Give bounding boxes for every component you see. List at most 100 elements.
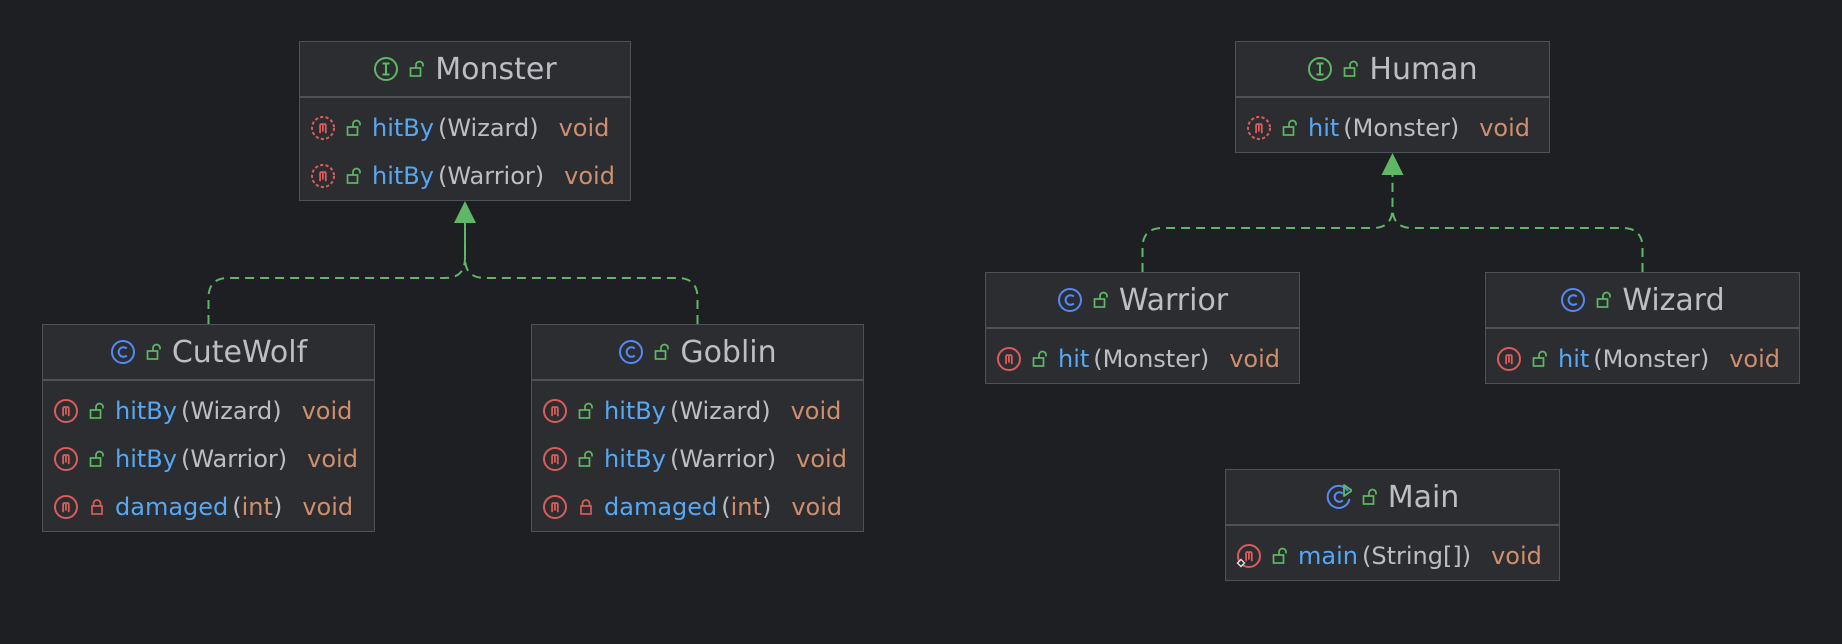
method-icon [542,398,568,424]
method-row[interactable]: hit(Monster)void [1236,104,1549,152]
class-icon [618,339,644,365]
class-name: Warrior [1118,282,1229,318]
method-icon [542,494,568,520]
param-type: Warrior [679,445,767,473]
method-name: hit [1558,345,1590,373]
implements-edge-cutewolf-monster [207,223,466,324]
method-row[interactable]: hit(Monster)void [1486,335,1799,383]
method-name: hit [1058,345,1090,373]
class-header: Main [1226,470,1559,526]
return-type: void [302,493,354,521]
class-name: Wizard [1622,282,1725,318]
method-row[interactable]: damaged(int)void [43,483,374,531]
implements-edge-wizard-human [1391,175,1644,272]
return-type: void [790,397,842,425]
paren: ( [1093,345,1103,373]
class-header: Warrior [986,273,1299,329]
method-row[interactable]: hitBy(Warrior) void [43,435,374,483]
paren: ( [437,114,448,142]
method-icon [542,446,568,472]
class-header: CuteWolf [43,325,374,381]
method-name: damaged [604,493,718,521]
method-row[interactable]: hitBy(Wizard)void [43,387,374,435]
paren: ) [1461,542,1472,570]
return-type: void [1479,114,1530,142]
method-list: hit(Monster) void [986,329,1299,383]
method-row[interactable]: hit(Monster) void [986,335,1299,383]
param-type: Warrior [447,162,535,190]
return-type: void [1229,345,1280,373]
public-visibility-icon [89,402,105,420]
method-params: (Monster) [1093,345,1209,373]
method-name: hitBy [115,397,177,425]
public-visibility-icon [1282,119,1298,137]
public-visibility-icon [89,450,105,468]
method-row[interactable]: hitBy(Warrior)void [300,152,630,200]
method-params: (Warrior) [438,162,544,190]
class-header: Goblin [532,325,863,381]
class-box-main[interactable]: Main main(String[])void [1225,469,1560,581]
method-row[interactable]: damaged(int)void [532,483,863,531]
paren: ( [721,493,731,521]
method-row[interactable]: hitBy(Warrior)void [532,435,863,483]
paren: ( [180,445,191,473]
param-type: Monster [1352,114,1450,142]
class-box-goblin[interactable]: Goblin hitBy(Wizard) void hitBy(Warrior)voi… [531,324,864,532]
class-icon [1560,287,1586,313]
method-params: (Monster) [1343,114,1459,142]
interface-icon [373,56,399,82]
paren: ) [277,445,288,473]
method-params: (String[]) [1362,542,1471,570]
interface-icon [1307,56,1333,82]
method-row[interactable]: main(String[])void [1226,532,1559,580]
arrowhead-monster [454,201,476,223]
class-name: CuteWolf [171,334,308,370]
private-visibility-icon [89,498,105,516]
method-icon [53,398,79,424]
method-list: main(String[])void [1226,526,1559,580]
implements-edge-warrior-human [1141,175,1394,272]
paren: ) [1699,345,1710,373]
method-params: (Wizard) [670,397,771,425]
public-visibility-icon [346,119,362,137]
class-box-wizard[interactable]: Wizard hit(Monster)void [1485,272,1800,384]
param-type: Wizard [190,397,273,425]
return-type: void [307,445,358,473]
param-type: Warrior [190,445,278,473]
class-name: Goblin [680,334,777,370]
method-params: (Warrior) [670,445,776,473]
param-type: Monster [1602,345,1700,373]
method-list: hit(Monster)void [1486,329,1799,383]
method-row[interactable]: hitBy(Wizard)void [300,104,630,152]
return-type: void [301,397,353,425]
method-name: hitBy [604,397,666,425]
paren: ) [761,397,771,425]
implements-edge-goblin-monster [464,223,699,324]
method-params: (Warrior) [181,445,287,473]
paren: ( [180,397,191,425]
method-name: hitBy [372,114,434,142]
method-name: hitBy [372,162,434,190]
public-visibility-icon [146,343,162,361]
method-params: (Wizard) [438,114,539,142]
class-header: Wizard [1486,273,1799,329]
method-icon [1236,543,1262,569]
class-icon [110,339,136,365]
class-header: Monster [300,42,630,98]
paren: ) [1449,114,1460,142]
method-name: hitBy [604,445,666,473]
class-header: Human [1236,42,1549,98]
method-icon [53,446,79,472]
public-visibility-icon [1093,291,1109,309]
abstract-method-icon [1246,115,1272,141]
method-row[interactable]: hitBy(Wizard) void [532,387,863,435]
paren: ( [669,397,680,425]
method-name: hitBy [115,445,177,473]
class-box-warrior[interactable]: Warrior hit(Monster) void [985,272,1300,384]
method-params: (int) [232,493,282,521]
